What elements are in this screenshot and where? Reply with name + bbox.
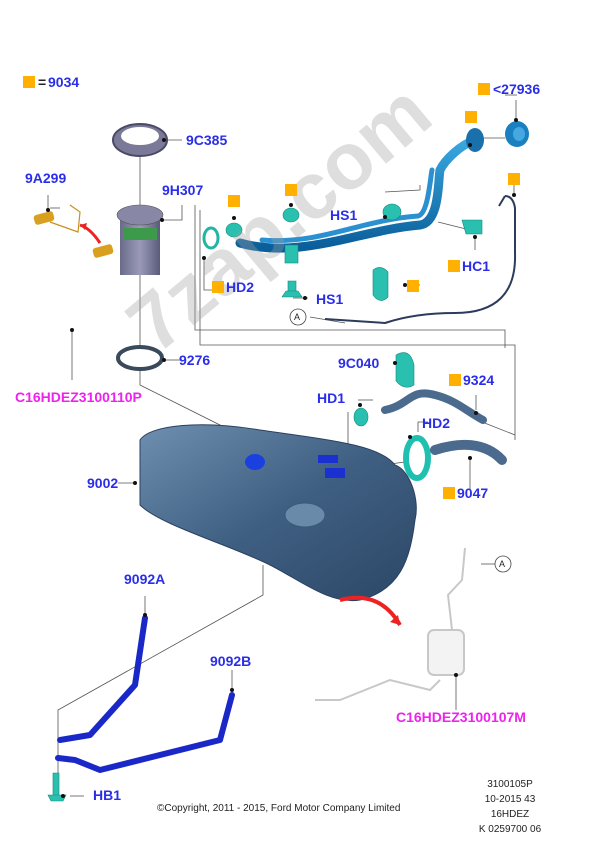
tank-straps[interactable] <box>55 615 235 773</box>
clip-hs1-top <box>382 203 402 221</box>
label-9324[interactable]: 9324 <box>463 372 495 388</box>
label-hd1[interactable]: HD1 <box>317 390 346 406</box>
clip-top-left <box>225 222 243 238</box>
legend-square-icon <box>23 76 35 88</box>
strap-9092b <box>55 692 235 773</box>
charcoal-canister[interactable] <box>315 547 466 701</box>
clamp-hd2 <box>403 435 431 481</box>
callout-circle-a-top <box>289 308 307 326</box>
ref-code: 3100105P <box>487 779 533 790</box>
square-marker-icon <box>407 280 419 292</box>
label-hs1-top[interactable]: HS1 <box>330 207 358 223</box>
fuel-tank-9002[interactable] <box>139 424 417 627</box>
label-hb1[interactable]: HB1 <box>93 787 122 803</box>
fuel-level-sender-9a299[interactable] <box>33 204 114 258</box>
ref-model: 16HDEZ <box>490 809 530 820</box>
label-hd2-top[interactable]: HD2 <box>226 279 255 295</box>
reference-fuel-pump[interactable]: C16HDEZ3100110P <box>15 389 142 405</box>
label-hd2-bottom[interactable]: HD2 <box>422 415 451 431</box>
square-marker-icon <box>285 184 297 196</box>
hose-9324 <box>381 389 487 424</box>
leader-dots <box>46 118 518 798</box>
square-marker-icon <box>448 260 460 272</box>
hose-9047 <box>430 439 507 465</box>
hoses[interactable] <box>381 389 507 465</box>
callout-a-bottom: A <box>499 559 506 569</box>
legend-part-9034[interactable]: 9034 <box>48 74 80 90</box>
lock-ring-9c385[interactable] <box>112 123 168 157</box>
ref-date: 10-2015 43 <box>484 794 536 805</box>
legend-equals: = <box>38 74 47 90</box>
clip-9c040 <box>395 352 415 388</box>
filler-cap-27936[interactable] <box>505 121 529 147</box>
vapor-line[interactable] <box>324 195 517 325</box>
clamps[interactable] <box>47 203 483 802</box>
filler-pipe[interactable] <box>235 128 484 253</box>
copyright: ©Copyright, 2011 - 2015, Ford Motor Comp… <box>157 803 401 814</box>
ref-k-number: K 0259700 06 <box>478 824 542 835</box>
square-marker-icon <box>449 374 461 386</box>
stud-hs1 <box>281 280 303 298</box>
label-9c040[interactable]: 9C040 <box>338 355 380 371</box>
label-hc1[interactable]: HC1 <box>462 258 491 274</box>
label-9092a[interactable]: 9092A <box>124 571 166 587</box>
label-9h307[interactable]: 9H307 <box>162 182 204 198</box>
seal-9276[interactable] <box>116 345 164 371</box>
label-9276[interactable]: 9276 <box>179 352 211 368</box>
square-marker-icon <box>228 195 240 207</box>
reference-canister[interactable]: C16HDEZ3100107M <box>396 709 526 725</box>
label-hs1-bottom[interactable]: HS1 <box>316 291 344 307</box>
callout-circle-a-bottom <box>494 555 512 573</box>
strap-9092a <box>57 615 148 743</box>
label-9c385[interactable]: 9C385 <box>186 132 228 148</box>
clamp-hd1 <box>353 407 369 427</box>
label-9092b[interactable]: 9092B <box>210 653 252 669</box>
label-9a299[interactable]: 9A299 <box>25 170 67 186</box>
pipe-bracket <box>284 244 299 264</box>
label-9002[interactable]: 9002 <box>87 475 119 491</box>
square-marker-icon <box>465 111 477 123</box>
square-marker-icon <box>508 173 520 185</box>
clip-hose-lower <box>372 267 389 301</box>
square-marker-icon <box>212 281 224 293</box>
bolt-hb1 <box>47 772 67 802</box>
fuel-pump-module-9h307[interactable] <box>116 204 164 275</box>
clamp-hc1 <box>461 219 483 235</box>
square-marker-icon <box>478 83 490 95</box>
clip-top-mid <box>282 207 300 223</box>
label-9047[interactable]: 9047 <box>457 485 489 501</box>
square-marker-icon <box>443 487 455 499</box>
clamp-hd2-top <box>202 226 220 250</box>
callout-a-top: A <box>294 312 301 322</box>
label-27936[interactable]: <27936 <box>493 81 541 97</box>
